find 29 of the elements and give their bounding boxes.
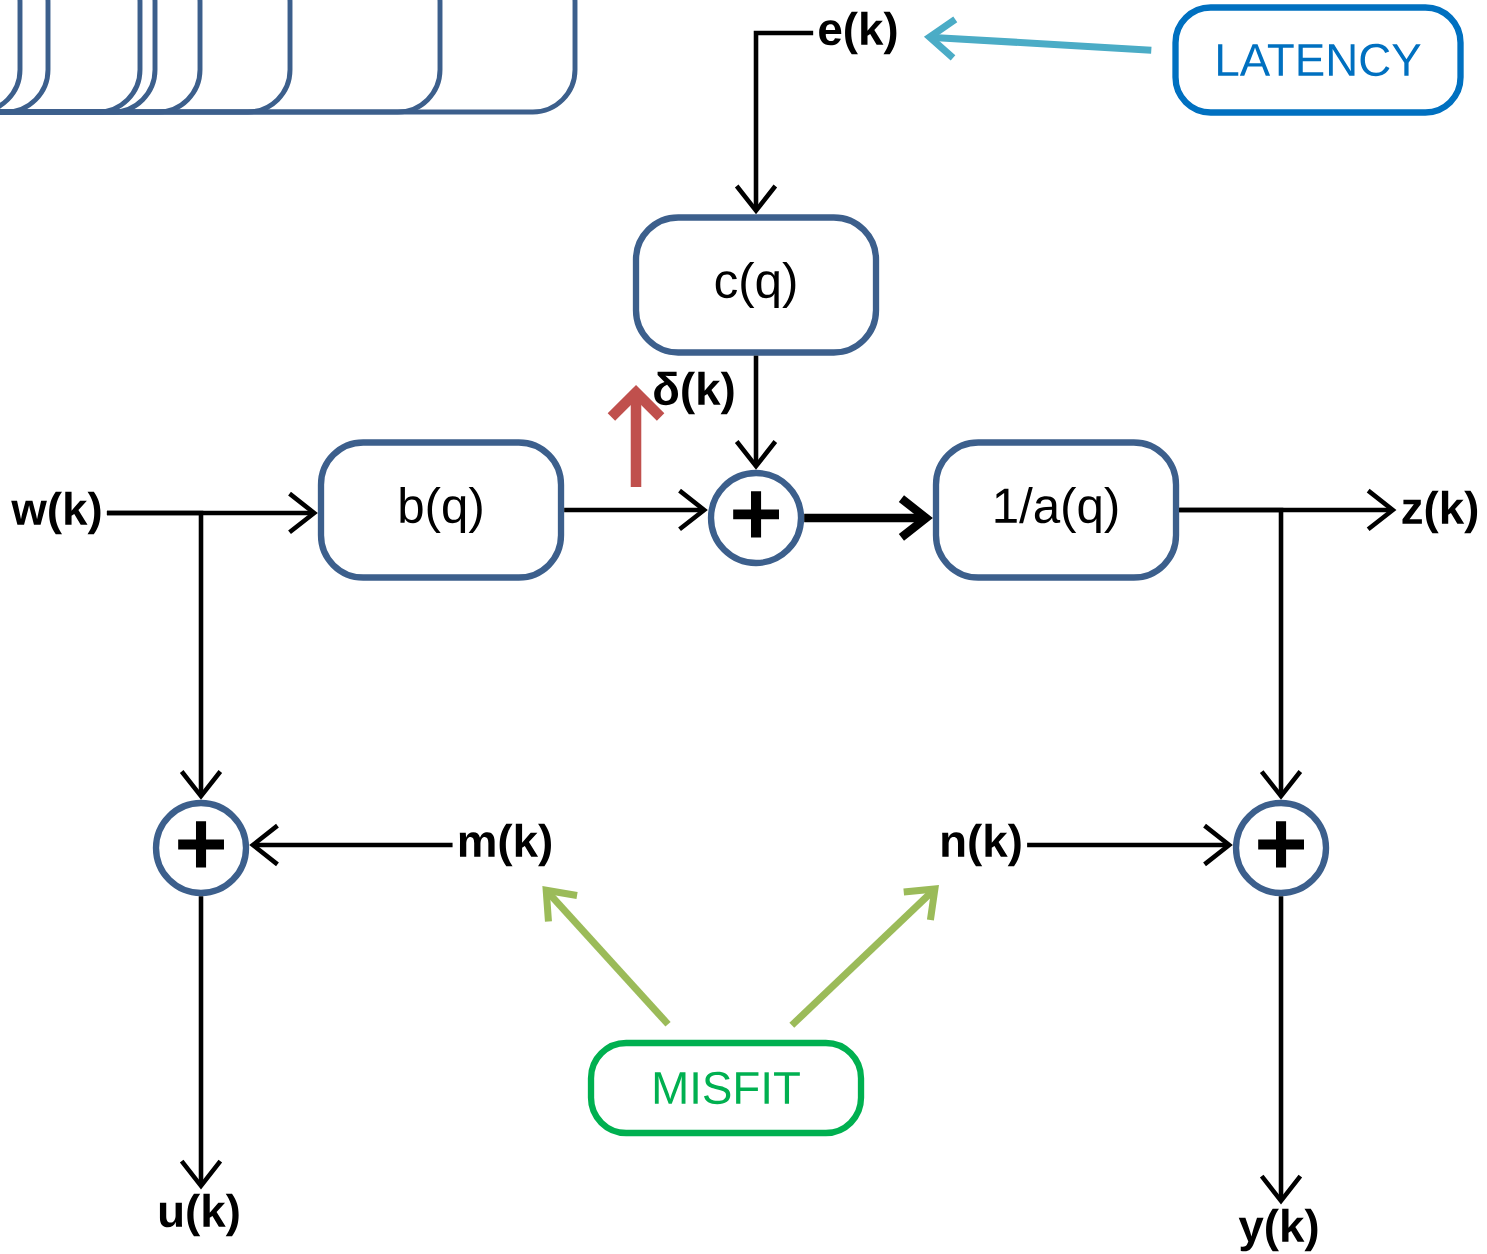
block-box: b(q) <box>317 439 565 581</box>
arrow <box>734 355 778 470</box>
arrow <box>734 30 814 215</box>
summing-junction: + <box>152 799 250 897</box>
arrow <box>249 823 453 867</box>
note-box: LATENCY <box>1172 4 1464 116</box>
block-box: c(q) <box>632 214 880 356</box>
block-box: 1/a(q) <box>932 439 1180 581</box>
arrow <box>923 16 1152 61</box>
signal-label: y(k) <box>1238 1208 1318 1252</box>
arrow <box>179 896 223 1190</box>
arrow <box>542 886 671 1027</box>
arrow <box>804 495 933 541</box>
summing-junction: + <box>1232 799 1330 897</box>
signal-label: m(k) <box>459 823 551 867</box>
signal-label: w(k) <box>11 491 101 535</box>
arrow <box>789 885 939 1028</box>
arrow <box>1027 823 1233 867</box>
signal-label: z(k) <box>1402 490 1478 534</box>
note-box: MISFIT <box>587 1039 865 1137</box>
signal-label: n(k) <box>942 823 1021 867</box>
summing-junction: + <box>707 469 805 567</box>
signal-label: δ(k) <box>654 371 734 415</box>
signal-label: e(k) <box>819 11 897 55</box>
arrow <box>1259 896 1303 1205</box>
signal-label: u(k) <box>159 1193 239 1237</box>
arrow <box>564 488 708 532</box>
arrow <box>1179 507 1303 800</box>
arrow <box>106 510 223 800</box>
